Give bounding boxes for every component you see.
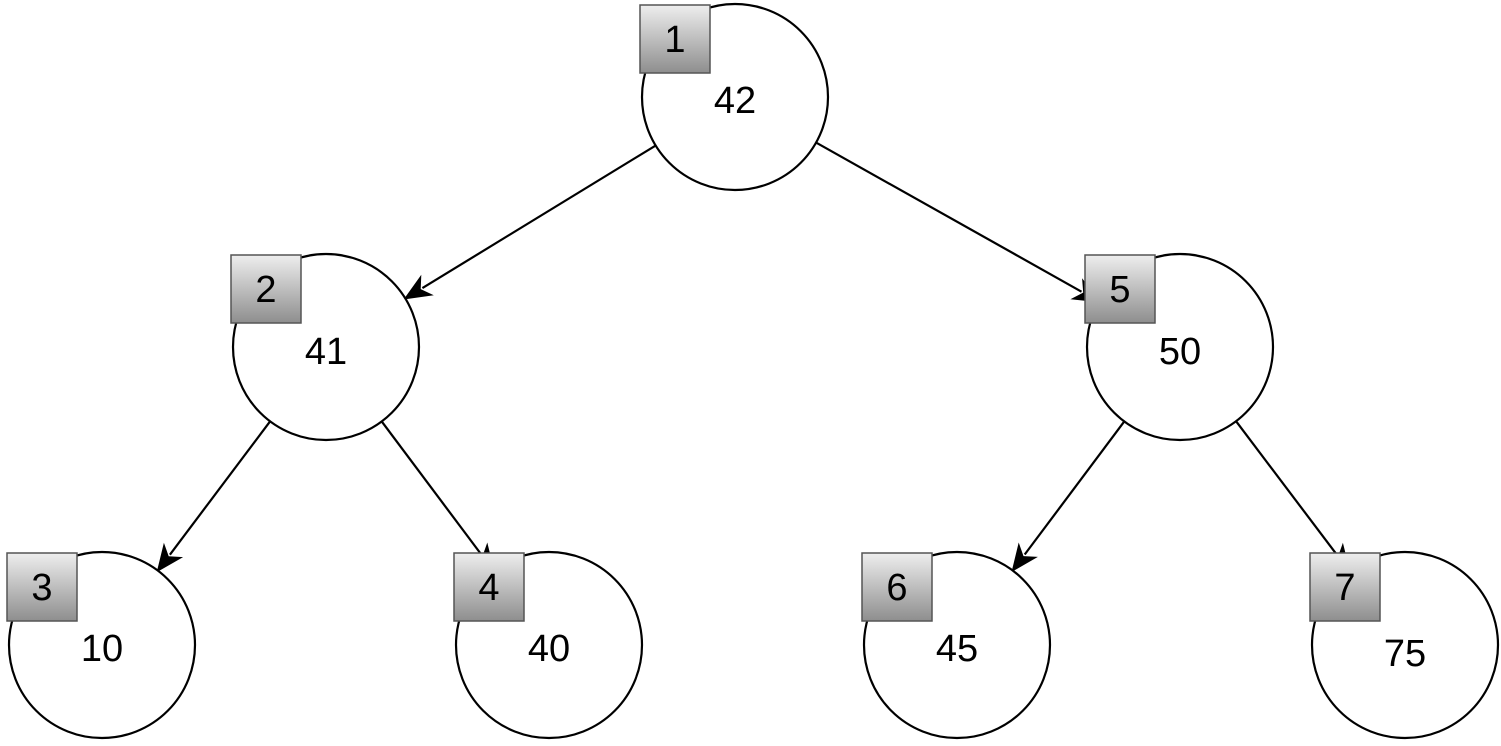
edge-n1-n5 (815, 141, 1101, 303)
index-badge (1084, 254, 1156, 324)
index-badge (1309, 552, 1381, 622)
tree-node-4: 40 4 (453, 550, 644, 740)
index-label: 7 (1334, 567, 1355, 609)
node-value: 42 (714, 80, 756, 122)
tree-node-2: 41 2 (230, 252, 421, 442)
node-value: 41 (305, 331, 347, 373)
index-badge (6, 552, 78, 622)
edge-n5-n6 (1011, 420, 1126, 573)
edge-line (1235, 420, 1338, 556)
index-label: 5 (1109, 269, 1130, 311)
index-label: 4 (478, 567, 499, 609)
index-label: 3 (31, 567, 52, 609)
arrow-head-icon (403, 274, 434, 300)
arrow-head-icon (1011, 542, 1038, 573)
index-label: 6 (886, 567, 907, 609)
edge-n1-n2 (403, 144, 657, 300)
tree-node-7: 75 7 (1309, 550, 1500, 740)
tree-node-5: 50 5 (1084, 252, 1275, 442)
edge-line (1023, 420, 1126, 556)
index-label: 1 (664, 19, 685, 61)
index-badge (639, 4, 711, 74)
tree-node-6: 45 6 (861, 550, 1052, 740)
node-value: 75 (1384, 633, 1426, 675)
edge-line (421, 144, 657, 290)
node-value: 10 (81, 628, 123, 670)
index-badge (861, 552, 933, 622)
index-badge (453, 552, 525, 622)
index-badge (230, 254, 302, 324)
edge-n5-n7 (1235, 420, 1351, 573)
edge-line (380, 420, 483, 556)
edge-n2-n4 (380, 420, 495, 573)
tree-node-3: 10 3 (6, 550, 197, 740)
nodes-layer: 42 1 41 2 10 3 40 4 50 5 45 6 75 7 (6, 2, 1500, 740)
edge-line (815, 141, 1083, 293)
tree-node-1: 42 1 (639, 2, 830, 192)
node-value: 40 (528, 628, 570, 670)
node-value: 50 (1159, 331, 1201, 373)
edge-n2-n3 (156, 420, 271, 573)
arrow-head-icon (156, 542, 184, 573)
index-label: 2 (255, 269, 276, 311)
edge-line (169, 420, 271, 556)
node-value: 45 (936, 628, 978, 670)
